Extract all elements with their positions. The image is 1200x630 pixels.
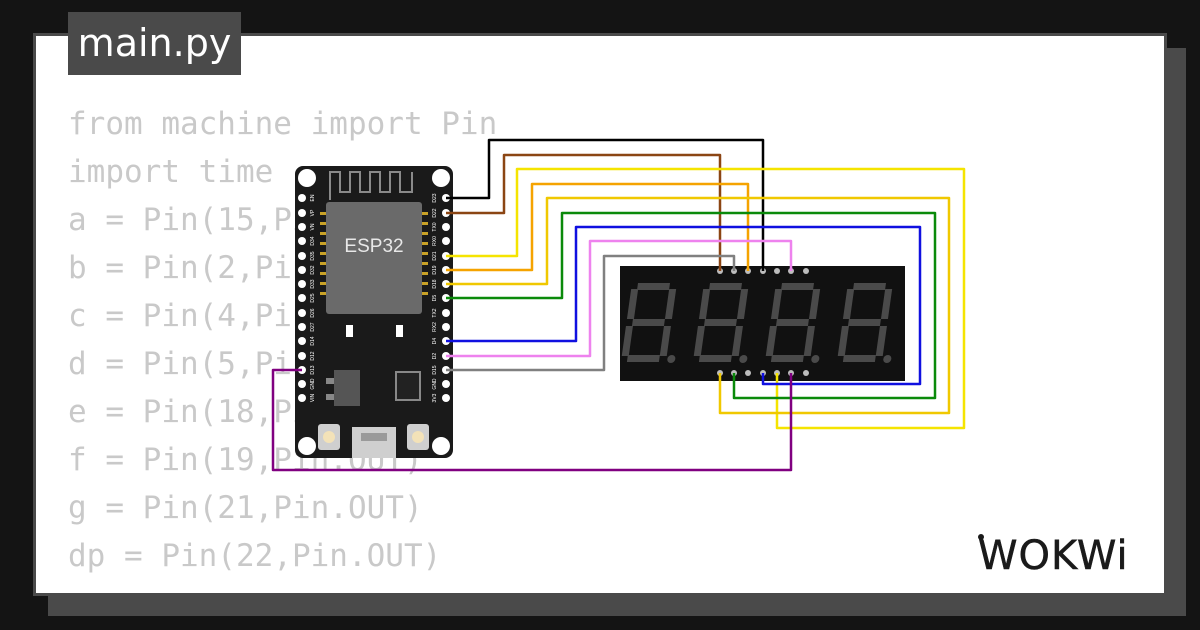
code-line: dp = Pin(22,Pin.OUT)	[68, 538, 442, 574]
wire-green[interactable]	[446, 211, 937, 400]
svg-text:D35: D35	[310, 251, 316, 260]
code-line: g = Pin(21,Pin.OUT)	[68, 490, 423, 526]
svg-text:RX2: RX2	[432, 322, 438, 332]
digit-4	[837, 283, 893, 363]
chip-label: ESP32	[344, 236, 403, 257]
svg-text:D27: D27	[310, 322, 316, 331]
svg-text:TX2: TX2	[432, 308, 438, 317]
regulator-lead	[326, 378, 334, 384]
regulator	[334, 370, 360, 406]
svg-text:D32: D32	[310, 265, 316, 274]
svg-text:D23: D23	[432, 193, 438, 202]
svg-text:EN: EN	[310, 194, 316, 201]
file-tab-main-py[interactable]: main.py	[68, 12, 241, 75]
display-pins	[717, 268, 809, 376]
svg-text:D33: D33	[310, 279, 316, 288]
wire-gold[interactable]	[446, 196, 951, 415]
smd-component	[396, 325, 403, 337]
svg-text:D26: D26	[310, 308, 316, 317]
svg-text:D21: D21	[432, 251, 438, 260]
esp32-board[interactable]: ESP32 EN VP VN D34	[295, 166, 453, 458]
display-segments	[621, 283, 893, 363]
svg-text:D22: D22	[432, 208, 438, 217]
logo-dot	[978, 534, 984, 540]
svg-text:D34: D34	[310, 236, 316, 245]
regulator-lead	[326, 394, 334, 400]
usb-port-slot	[361, 433, 387, 441]
svg-text:D13: D13	[310, 365, 316, 374]
svg-text:D19: D19	[432, 265, 438, 274]
wokwi-logo: WOKWi	[978, 533, 1129, 580]
boot-button-cap	[323, 431, 335, 443]
svg-text:D5: D5	[432, 295, 438, 302]
chip-pads	[320, 212, 428, 295]
svg-text:D18: D18	[432, 279, 438, 288]
mount-hole	[298, 169, 316, 187]
wire-blue[interactable]	[446, 225, 922, 386]
svg-text:D15: D15	[432, 365, 438, 374]
wires	[271, 138, 966, 472]
code-line: from machine import Pin	[68, 106, 498, 142]
svg-text:RX0: RX0	[432, 236, 438, 246]
left-pin-labels: EN VP VN D34 D35 D32 D33 D25 D26 D27 D14…	[310, 194, 316, 402]
wire-violet[interactable]	[446, 239, 793, 358]
en-button-cap	[412, 431, 424, 443]
digit-3	[765, 283, 821, 363]
svg-text:VIN: VIN	[310, 393, 316, 402]
antenna-trace	[329, 171, 413, 200]
svg-text:TX0: TX0	[432, 222, 438, 231]
usb-chip	[395, 371, 421, 401]
digit-2	[693, 283, 749, 363]
logo-text: WOKWi	[978, 533, 1129, 579]
svg-text:D4: D4	[432, 338, 438, 345]
right-pin-labels: D23 D22 TX0 RX0 D21 D19 D18 D5 TX2 RX2 D…	[432, 193, 438, 402]
svg-text:GND: GND	[432, 378, 438, 390]
smd-component	[346, 325, 353, 337]
digit-1	[621, 283, 677, 363]
wire-purple[interactable]	[271, 368, 793, 472]
code-line: import time	[68, 154, 274, 190]
svg-text:GND: GND	[310, 378, 316, 390]
wire-brown[interactable]	[446, 153, 722, 271]
usb-port	[352, 427, 396, 458]
wire-gray[interactable]	[446, 254, 736, 372]
svg-text:D25: D25	[310, 293, 316, 302]
wire-yellow-outer[interactable]	[446, 167, 966, 430]
svg-text:D14: D14	[310, 336, 316, 345]
svg-text:VP: VP	[310, 209, 316, 216]
svg-text:D2: D2	[432, 353, 438, 360]
mount-hole	[432, 169, 450, 187]
svg-text:D12: D12	[310, 351, 316, 360]
esp32-chip	[326, 202, 422, 314]
project-card	[33, 33, 1167, 596]
svg-text:VN: VN	[310, 223, 316, 230]
mount-hole	[432, 437, 450, 455]
seven-segment-display[interactable]	[620, 266, 905, 381]
wire-black[interactable]	[446, 138, 765, 271]
svg-text:3V3: 3V3	[432, 393, 438, 402]
mount-hole	[298, 437, 316, 455]
